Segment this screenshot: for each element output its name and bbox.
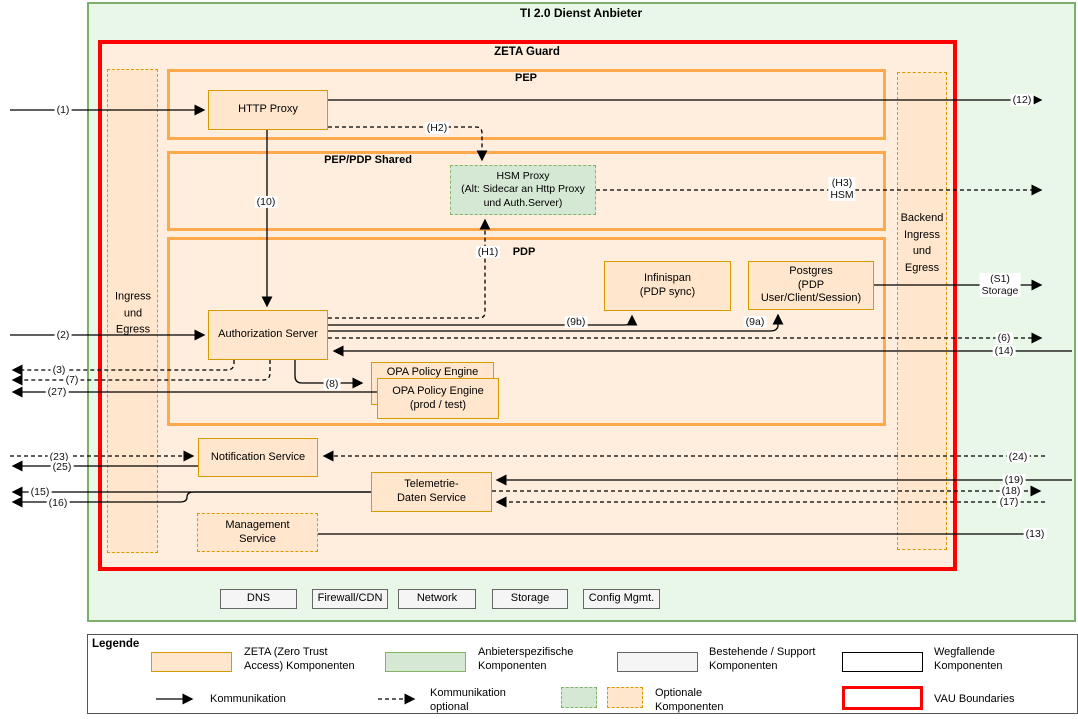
pdp-section-title: PDP [512, 246, 536, 258]
edge-label-24: (24) [1006, 450, 1030, 464]
legend-bestehende-label: Bestehende / Support Komponenten [709, 646, 816, 673]
support-storage-box: Storage [492, 589, 568, 609]
edge-label-27: (27) [45, 385, 69, 399]
postgres-box: Postgres (PDP User/Client/Session) [748, 261, 874, 310]
infinispan-box: Infinispan (PDP sync) [604, 261, 731, 311]
legend-title: Legende [92, 638, 140, 650]
edge-label-23: (23) [47, 450, 71, 464]
legend-optionale-label: Optionale Komponenten [655, 687, 724, 714]
edge-label-8: (8) [323, 377, 341, 391]
management-service-box: Management Service [197, 513, 318, 552]
edge-label-16: (16) [46, 496, 70, 510]
legend-vau-swatch [842, 686, 923, 710]
diagram-title: TI 2.0 Dienst Anbieter [519, 6, 643, 20]
legend-wegfallende-swatch [842, 652, 923, 672]
ingress-egress-zone [107, 69, 158, 553]
legend-anbieter-label: Anbieterspezifische Komponenten [478, 646, 574, 673]
legend-bestehende-swatch [617, 652, 698, 672]
support-dns-box: DNS [220, 589, 297, 609]
edge-label-h1: (H1) [475, 245, 501, 259]
pep-section-title: PEP [514, 72, 538, 84]
support-network-box: Network [398, 589, 476, 609]
edge-label-9a: (9a) [743, 315, 767, 329]
legend-kommunikation-label: Kommunikation [210, 693, 286, 705]
edge-label-14: (14) [992, 344, 1016, 358]
ingress-egress-label: Ingress und Egress [114, 290, 152, 336]
hsm-proxy-box: HSM Proxy (Alt: Sidecar an Http Proxy un… [450, 165, 596, 215]
edge-label-7: (7) [63, 373, 81, 387]
zeta-guard-title: ZETA Guard [494, 46, 560, 58]
support-firewall-cdn-box: Firewall/CDN [312, 589, 388, 609]
legend-kommunikation-optional-label: Kommunikation optional [430, 687, 506, 714]
edge-label-17: (17) [997, 495, 1021, 509]
telemetry-service-box: Telemetrie- Daten Service [371, 472, 492, 512]
http-proxy-box: HTTP Proxy [208, 90, 328, 130]
opa-policy-engine-front-box: OPA Policy Engine (prod / test) [377, 378, 499, 419]
edge-label-13: (13) [1023, 527, 1047, 541]
backend-ingress-egress-zone [897, 72, 947, 550]
edge-label-1: (1) [54, 103, 72, 117]
legend-optional-green-swatch [561, 687, 597, 708]
authorization-server-box: Authorization Server [208, 310, 328, 360]
pep-pdp-shared-title: PEP/PDP Shared [324, 154, 412, 166]
notification-service-box: Notification Service [198, 438, 318, 477]
edge-label-h2: (H2) [424, 121, 450, 135]
edge-label-s1: (S1) Storage [979, 272, 1021, 298]
edge-label-10: (10) [254, 195, 278, 209]
legend-vau-label: VAU Boundaries [934, 693, 1015, 705]
legend-zeta-swatch [151, 652, 232, 672]
edge-label-6: (6) [995, 331, 1013, 345]
legend-optional-orange-swatch [607, 687, 643, 708]
edge-label-12: (12) [1010, 93, 1034, 107]
support-config-mgmt-box: Config Mgmt. [583, 589, 660, 609]
legend-zeta-label: ZETA (Zero Trust Access) Komponenten [244, 646, 355, 673]
edge-label-2: (2) [54, 328, 72, 342]
edge-label-25: (25) [50, 460, 74, 474]
legend-anbieter-swatch [385, 652, 466, 672]
edge-label-h3: (H3) HSM [828, 176, 856, 202]
legend-wegfallende-label: Wegfallende Komponenten [934, 646, 1003, 673]
edge-label-9b: (9b) [564, 315, 588, 329]
backend-ingress-egress-label: Backend Ingress und Egress [900, 212, 944, 274]
